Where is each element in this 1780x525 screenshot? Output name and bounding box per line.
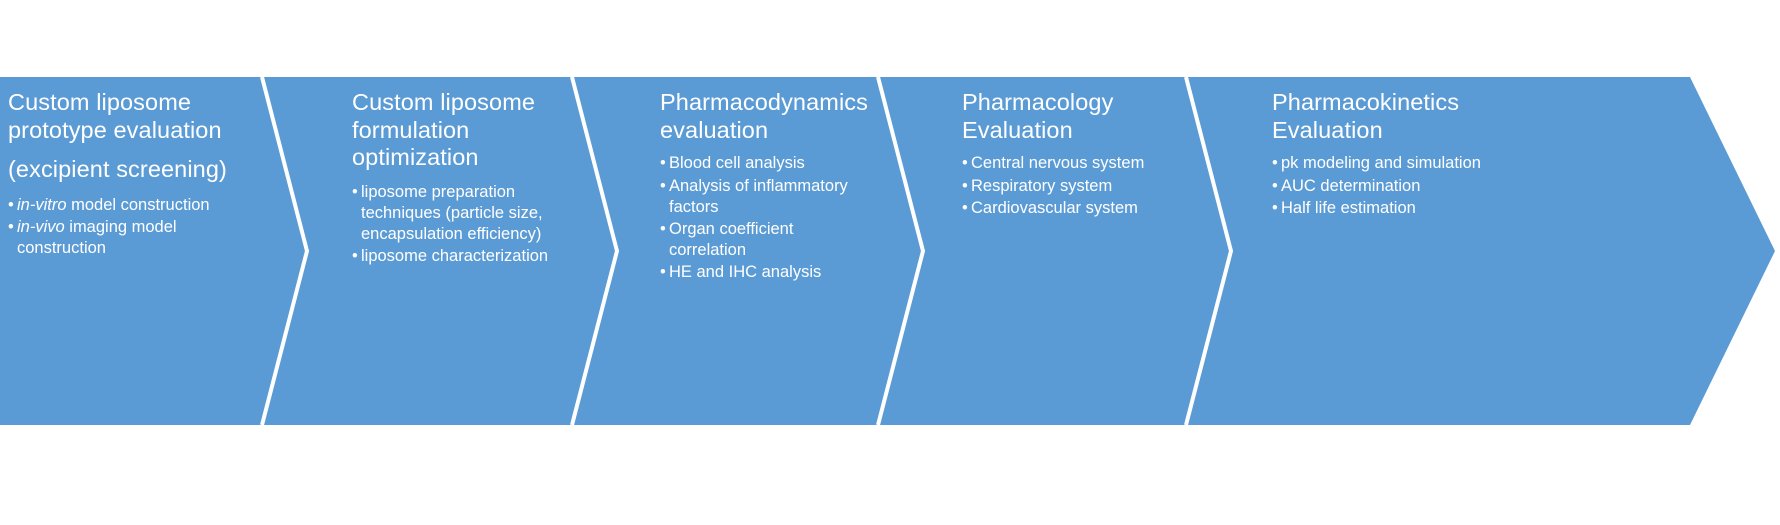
chevron-divider-1 [260,76,310,426]
chevron-dividers [260,76,1234,426]
chevron-divider-4 [1184,76,1234,426]
chevron-divider-3 [876,76,926,426]
arrow-body-shape [0,77,1775,425]
chevron-divider-2 [570,76,620,426]
